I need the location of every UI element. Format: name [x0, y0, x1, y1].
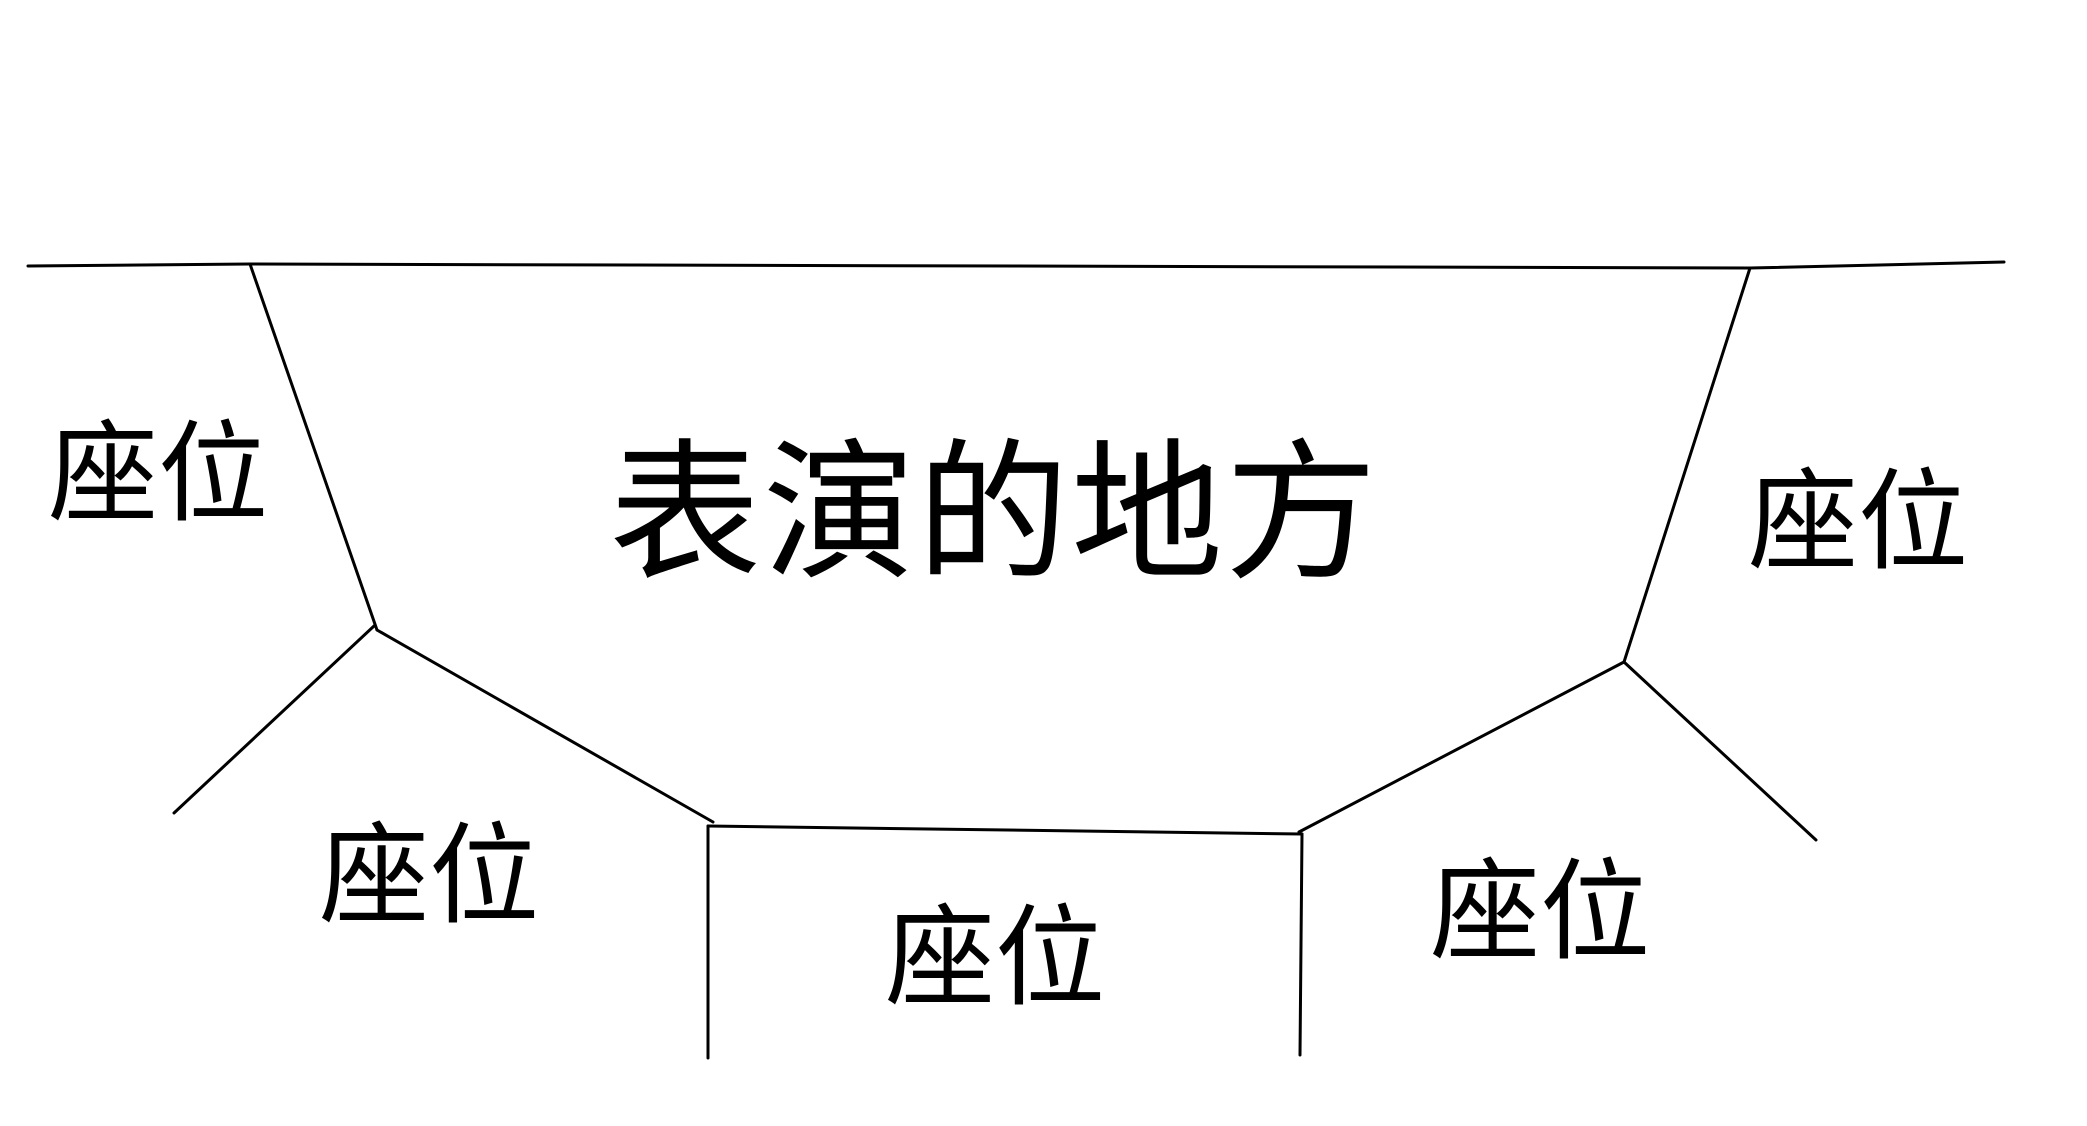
stage-left-edge — [248, 262, 379, 632]
stage-label: 表演的地方 — [609, 425, 1379, 602]
divider-center-right — [1298, 832, 1304, 1057]
stage-bottom-left-edge — [375, 628, 715, 824]
seat-label-center: 座位 — [885, 894, 1105, 1022]
seat-label-lower-left: 座位 — [319, 812, 539, 940]
divider-lower-right — [1622, 660, 1818, 842]
stage-bottom-edge — [706, 824, 1304, 836]
seat-label-upper-right: 座位 — [1748, 458, 1968, 586]
top-boundary-line — [26, 260, 2006, 270]
seat-label-upper-left: 座位 — [48, 410, 268, 538]
seat-label-lower-right: 座位 — [1430, 848, 1650, 976]
stage-right-edge — [1622, 266, 1752, 664]
stage-bottom-right-edge — [1297, 660, 1626, 834]
divider-lower-left — [172, 624, 376, 815]
